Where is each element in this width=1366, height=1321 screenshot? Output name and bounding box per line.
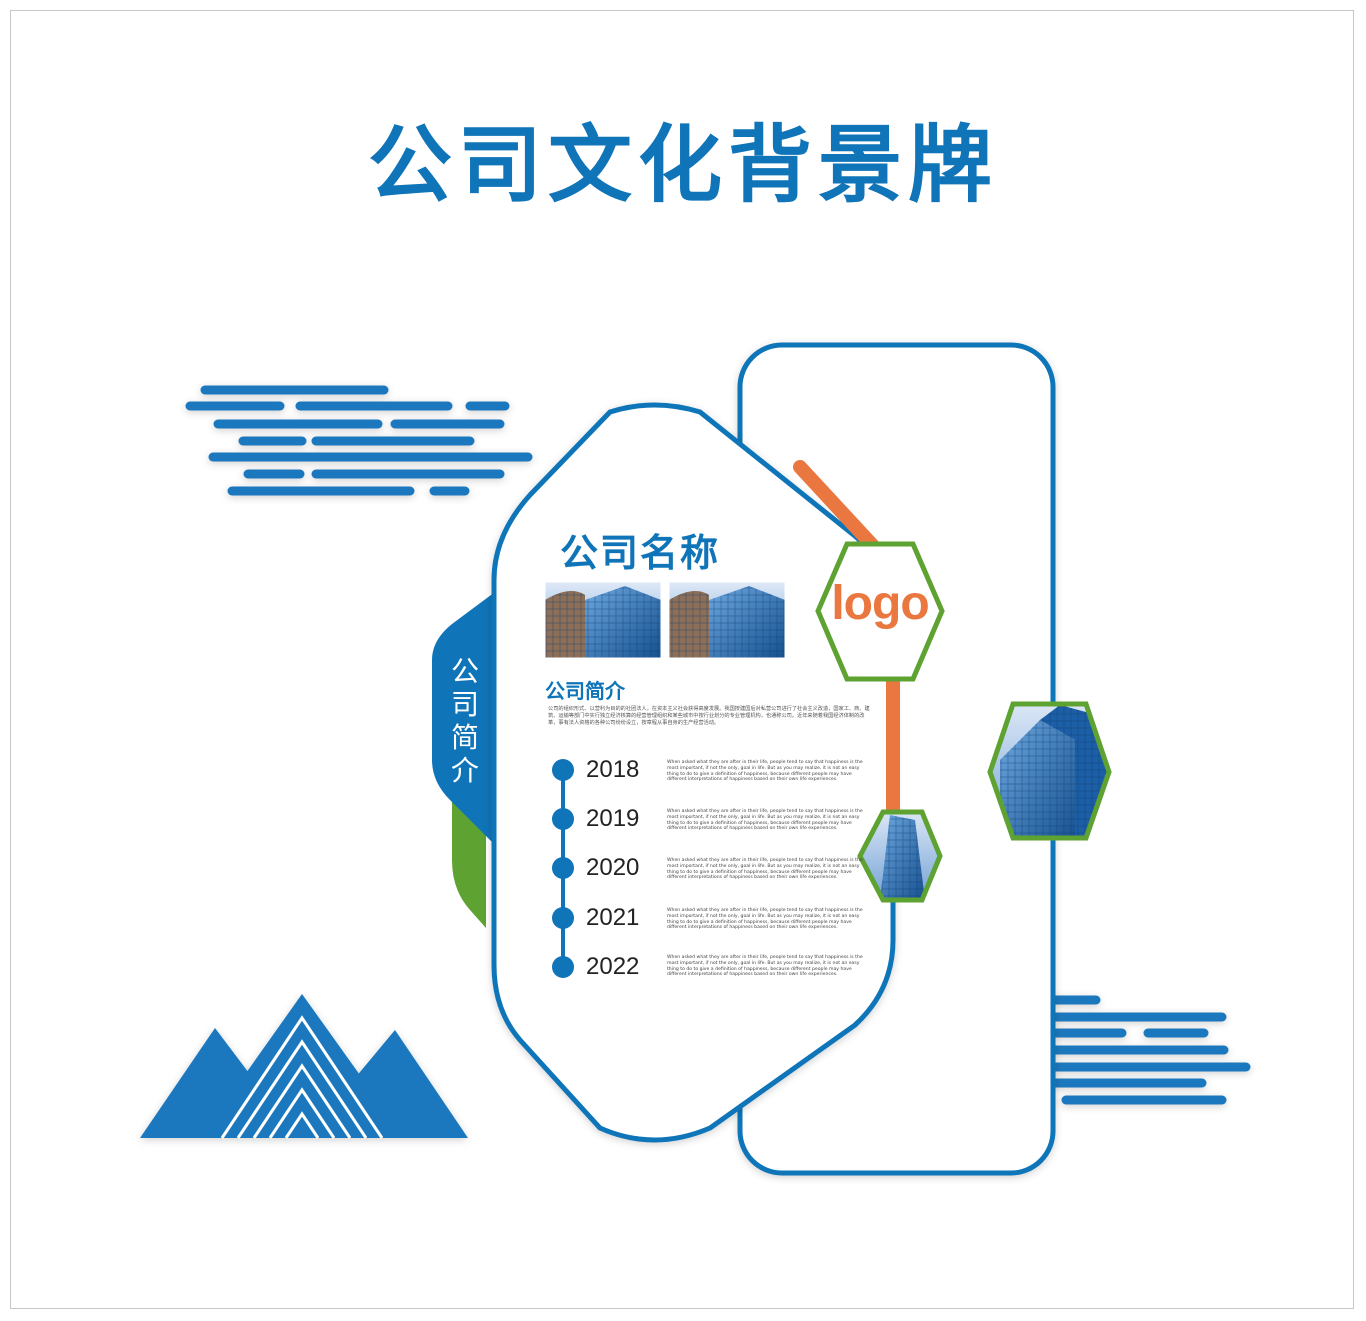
timeline-desc: When asked what they are after in their … xyxy=(667,809,863,832)
logo-text: logo xyxy=(831,577,929,630)
timeline-desc: When asked what they are after in their … xyxy=(667,955,863,978)
side-label: 公司简介 xyxy=(450,655,479,787)
canvas-border xyxy=(10,10,1354,1309)
building-photo xyxy=(669,582,785,658)
page-title: 公司文化背景牌 xyxy=(367,115,998,214)
timeline-year: 2021 xyxy=(586,904,640,931)
timeline-year: 2018 xyxy=(586,756,640,783)
timeline-desc: When asked what they are after in their … xyxy=(667,760,863,783)
timeline-desc: When asked what they are after in their … xyxy=(667,858,863,881)
intro-text: 公司的组织形式、以营利为目的的社团法人，在资本主义社会获得高度发展。我国按建国后… xyxy=(548,706,870,726)
mountain-icon xyxy=(140,994,468,1139)
timeline-year: 2022 xyxy=(586,953,640,980)
company-name: 公司名称 xyxy=(560,531,721,575)
timeline-year: 2019 xyxy=(586,805,640,832)
logo-hexagon xyxy=(815,541,945,682)
timeline-desc: When asked what they are after in their … xyxy=(667,908,863,931)
timeline-dots xyxy=(552,759,574,978)
timeline-year: 2020 xyxy=(586,854,640,881)
intro-heading: 公司简介 xyxy=(545,679,625,703)
building-photo xyxy=(545,582,661,658)
cloud-lines-icon xyxy=(185,385,533,496)
